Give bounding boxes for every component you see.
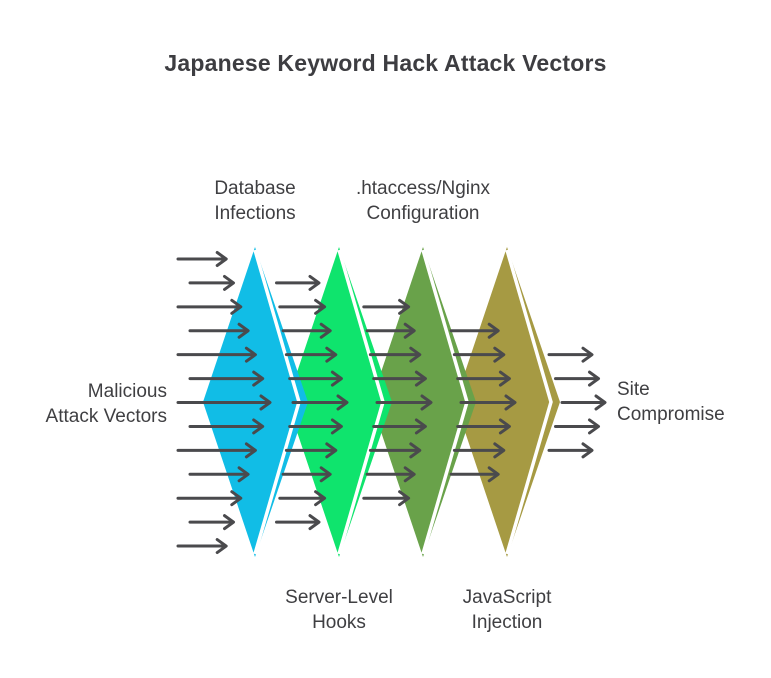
stage-label-line: JavaScript xyxy=(462,587,552,608)
arrow-column-3 xyxy=(449,322,517,483)
flow-arrow xyxy=(278,490,327,507)
flow-arrow xyxy=(362,490,411,507)
stage-label-line: Configuration xyxy=(366,203,480,224)
stage-label-javascript-injection: JavaScript Injection xyxy=(397,585,617,635)
flow-arrow xyxy=(372,370,427,387)
flow-arrow xyxy=(176,298,243,315)
flow-arrow xyxy=(288,418,343,435)
arrow-column-4 xyxy=(547,346,607,459)
flow-arrow xyxy=(554,370,600,387)
stage-label-line: Infections xyxy=(214,203,296,224)
flow-arrow xyxy=(188,370,265,387)
flow-arrow xyxy=(188,418,265,435)
stage-label-line: Hooks xyxy=(312,612,366,633)
stage-label-line: Database xyxy=(214,178,296,199)
flow-arrow xyxy=(560,394,607,411)
flow-arrow xyxy=(281,322,332,339)
flow-arrow xyxy=(456,418,511,435)
diamond-edge-stripe xyxy=(505,249,553,555)
flow-arrow xyxy=(459,394,517,411)
flow-arrow xyxy=(284,442,338,459)
flow-arrow xyxy=(547,346,594,363)
flow-arrow xyxy=(288,370,343,387)
stage-label-line: .htaccess/Nginx xyxy=(355,178,491,199)
flow-arrow xyxy=(176,251,228,267)
flow-arrow xyxy=(368,442,422,459)
flow-arrow xyxy=(176,394,272,411)
input-label-line: Attack Vectors xyxy=(45,406,167,427)
stage-label-line: Server-Level xyxy=(285,587,393,608)
flow-arrow xyxy=(176,346,257,363)
arrow-column-0 xyxy=(176,251,272,555)
diagram-title: Japanese Keyword Hack Attack Vectors xyxy=(164,50,607,76)
input-label: Malicious Attack Vectors xyxy=(17,379,167,429)
flow-arrow xyxy=(275,274,321,291)
flow-arrow xyxy=(291,394,349,411)
flow-arrow xyxy=(368,346,422,363)
flow-arrow xyxy=(365,466,416,483)
flow-arrow xyxy=(456,370,511,387)
arrow-column-1 xyxy=(275,274,349,531)
flow-arrow xyxy=(449,322,500,339)
flow-arrow xyxy=(281,466,332,483)
flow-arrow xyxy=(278,298,327,315)
flow-arrow xyxy=(176,538,228,555)
output-label-line: Site xyxy=(617,379,650,400)
flow-arrow xyxy=(188,274,235,291)
flow-arrow xyxy=(176,490,243,507)
stage-label-server-level-hooks: Server-Level Hooks xyxy=(229,585,449,635)
flow-arrow xyxy=(188,466,250,483)
input-label-line: Malicious xyxy=(87,381,167,402)
flow-arrow xyxy=(375,394,433,411)
flow-arrow xyxy=(275,514,321,531)
flow-arrow xyxy=(452,442,506,459)
flow-arrow xyxy=(452,346,506,363)
stage-label-line: Injection xyxy=(471,612,543,633)
flow-arrow xyxy=(554,418,600,435)
stage-label-database-infections: Database Infections xyxy=(145,176,365,226)
flow-arrow xyxy=(176,442,257,459)
output-label-line: Compromise xyxy=(617,404,725,425)
stage-label-htaccess-nginx-configuration: .htaccess/Nginx Configuration xyxy=(313,176,533,226)
flow-arrow xyxy=(188,514,235,531)
flow-arrow xyxy=(365,322,416,339)
flow-arrow xyxy=(547,442,594,459)
flow-arrow xyxy=(188,322,250,339)
flow-arrow xyxy=(372,418,427,435)
flow-arrow xyxy=(362,298,411,315)
output-label: Site Compromise xyxy=(617,377,767,427)
arrow-column-2 xyxy=(362,298,433,507)
flow-arrow xyxy=(284,346,338,363)
flow-arrow xyxy=(449,466,500,483)
